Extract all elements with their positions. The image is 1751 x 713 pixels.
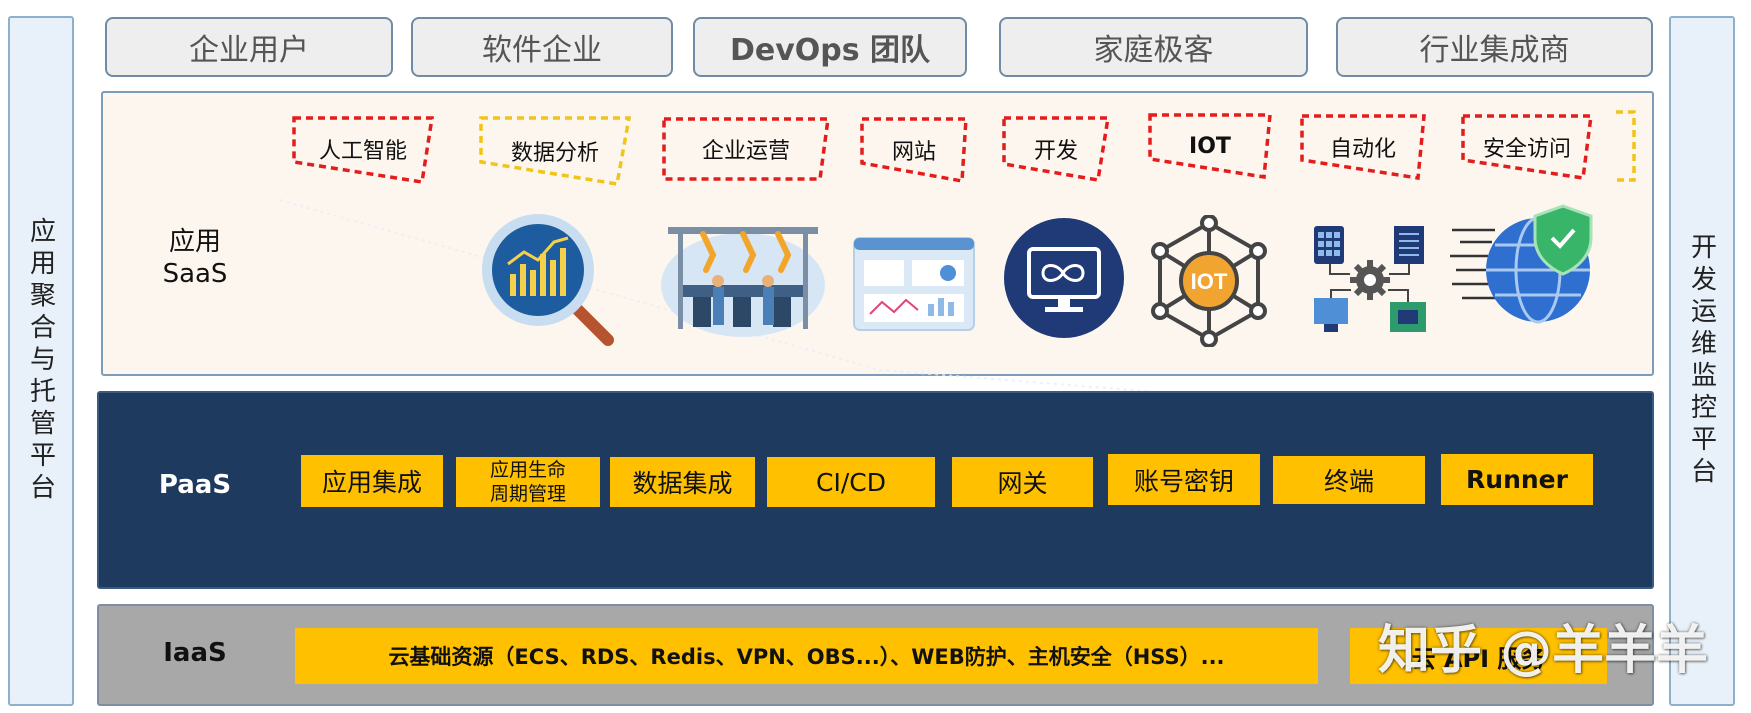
paas-account-keys: 账号密钥 <box>1108 454 1260 505</box>
secure-globe-shield-icon <box>1450 204 1593 324</box>
saas-label: 应用 SaaS <box>140 226 250 290</box>
category-frame-iot <box>1148 113 1272 180</box>
automation-devices-icon <box>1314 226 1426 332</box>
category-label-data-analysis: 数据分析 <box>510 141 599 166</box>
paas-runner: Runner <box>1441 454 1593 505</box>
user-type-enterprise: 企业用户 <box>105 17 393 77</box>
saas-label-line2: SaaS <box>162 259 228 289</box>
paas-lifecycle-management: 应用生命 周期管理 <box>456 457 600 507</box>
saas-label-line1: 应用 <box>168 227 221 257</box>
right-platform-label: 开发运维监控平台 <box>1686 233 1717 489</box>
left-platform-label: 应用聚合与托管平台 <box>25 217 56 505</box>
paas-cicd: CI/CD <box>767 457 935 507</box>
category-label-iot: IOT <box>1189 133 1231 159</box>
category-frame-partial <box>1616 110 1636 182</box>
iot-network-icon: IOT <box>1151 215 1267 347</box>
watermark: 知乎 @羊羊羊 <box>1378 621 1709 681</box>
saas-category-automation: 自动化 <box>1298 110 1428 184</box>
category-frame-secure-access <box>1461 114 1593 180</box>
paas-data-integration: 数据集成 <box>610 457 755 507</box>
category-frame-data-analysis <box>479 116 632 187</box>
paas-label: PaaS <box>158 470 232 500</box>
factory-robot-arms-icon <box>661 227 825 337</box>
category-label-automation: 自动化 <box>1329 137 1396 162</box>
saas-category-website: 网站 <box>858 113 970 187</box>
user-type-home-geek: 家庭极客 <box>999 17 1308 77</box>
saas-category-ai: 人工智能 <box>290 112 436 186</box>
category-label-dev: 开发 <box>1033 139 1078 164</box>
saas-category-iot: IOT <box>1146 109 1274 183</box>
left-platform-panel: 应用聚合与托管平台 <box>8 16 74 706</box>
dashboard-web-icon <box>853 237 975 331</box>
saas-category-dev: 开发 <box>1000 112 1112 186</box>
user-type-software-company: 软件企业 <box>411 17 673 77</box>
category-label-enterprise-ops: 企业运营 <box>701 139 790 164</box>
category-frame-automation <box>1300 114 1426 181</box>
saas-category-secure-access: 安全访问 <box>1459 110 1595 184</box>
iot-icon-text: IOT <box>1191 269 1228 294</box>
user-type-integrator: 行业集成商 <box>1336 17 1653 77</box>
category-label-ai: 人工智能 <box>318 139 407 164</box>
iaas-cloud-resources: 云基础资源（ECS、RDS、Redis、VPN、OBS...）、WEB防护、主机… <box>295 628 1318 684</box>
saas-category-data-analysis: 数据分析 <box>477 112 633 190</box>
category-label-website: 网站 <box>891 140 936 165</box>
paas-terminal: 终端 <box>1273 456 1425 504</box>
right-platform-panel: 开发运维监控平台 <box>1669 16 1735 706</box>
iaas-cloud-api-service: 云 API 服务 <box>1350 628 1607 684</box>
devops-monitor-icon <box>1004 218 1124 338</box>
paas-gateway: 网关 <box>952 457 1093 507</box>
paas-app-integration: 应用集成 <box>301 455 443 507</box>
saas-category-enterprise-ops: 企业运营 <box>660 113 832 185</box>
iaas-label: IaaS <box>163 638 227 668</box>
category-label-secure-access: 安全访问 <box>1482 137 1571 162</box>
category-frame-enterprise-ops <box>662 117 830 181</box>
data-analysis-magnifier-icon <box>482 214 614 346</box>
user-type-devops-team: DevOps 团队 <box>693 17 967 77</box>
category-frame-website <box>860 117 968 184</box>
category-frame-dev <box>1002 116 1111 183</box>
